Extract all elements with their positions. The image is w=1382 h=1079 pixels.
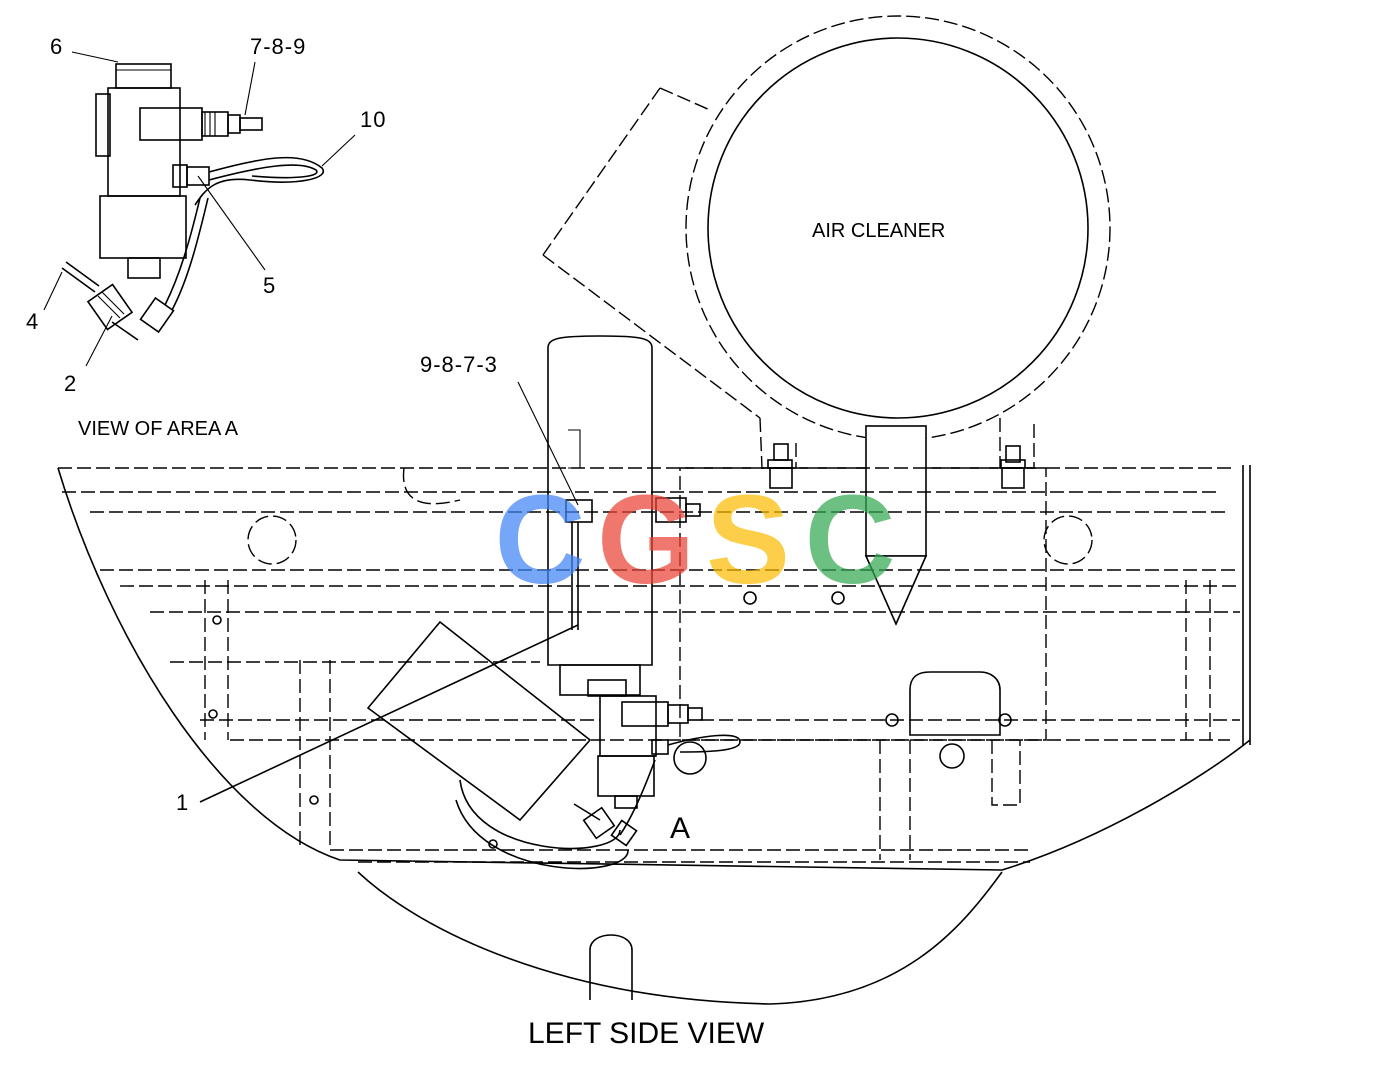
left-side-view-title: LEFT SIDE VIEW: [528, 1017, 765, 1050]
area-a-marker: A: [670, 812, 690, 845]
view-of-area-a-title: VIEW OF AREA A: [78, 418, 239, 440]
valve-assembly-main: [565, 497, 741, 847]
air-cleaner-assembly: [542, 15, 1111, 769]
callout-2: 2: [64, 371, 77, 396]
leader-1: [199, 624, 579, 803]
callout-9-8-7-3: 9-8-7-3: [420, 352, 498, 377]
watermark-letter-s: S: [706, 469, 790, 610]
callout-4: 4: [26, 309, 39, 334]
air-cleaner-label: AIR CLEANER: [812, 220, 945, 242]
callout-5: 5: [263, 273, 276, 298]
frame-rails: [57, 465, 1251, 1005]
callout-6: 6: [50, 34, 63, 59]
callout-10: 10: [360, 107, 386, 132]
watermark-letter-c1: C: [495, 469, 586, 610]
callout-7-8-9: 7-8-9: [250, 34, 306, 59]
watermark-letter-g: G: [597, 469, 695, 610]
leader-9-8-7-3: [517, 381, 579, 506]
cgsc-watermark: C G S C: [495, 469, 896, 610]
inset-view-area-a: [43, 51, 356, 367]
watermark-letter-c2: C: [805, 469, 896, 610]
callout-1: 1: [176, 790, 189, 815]
